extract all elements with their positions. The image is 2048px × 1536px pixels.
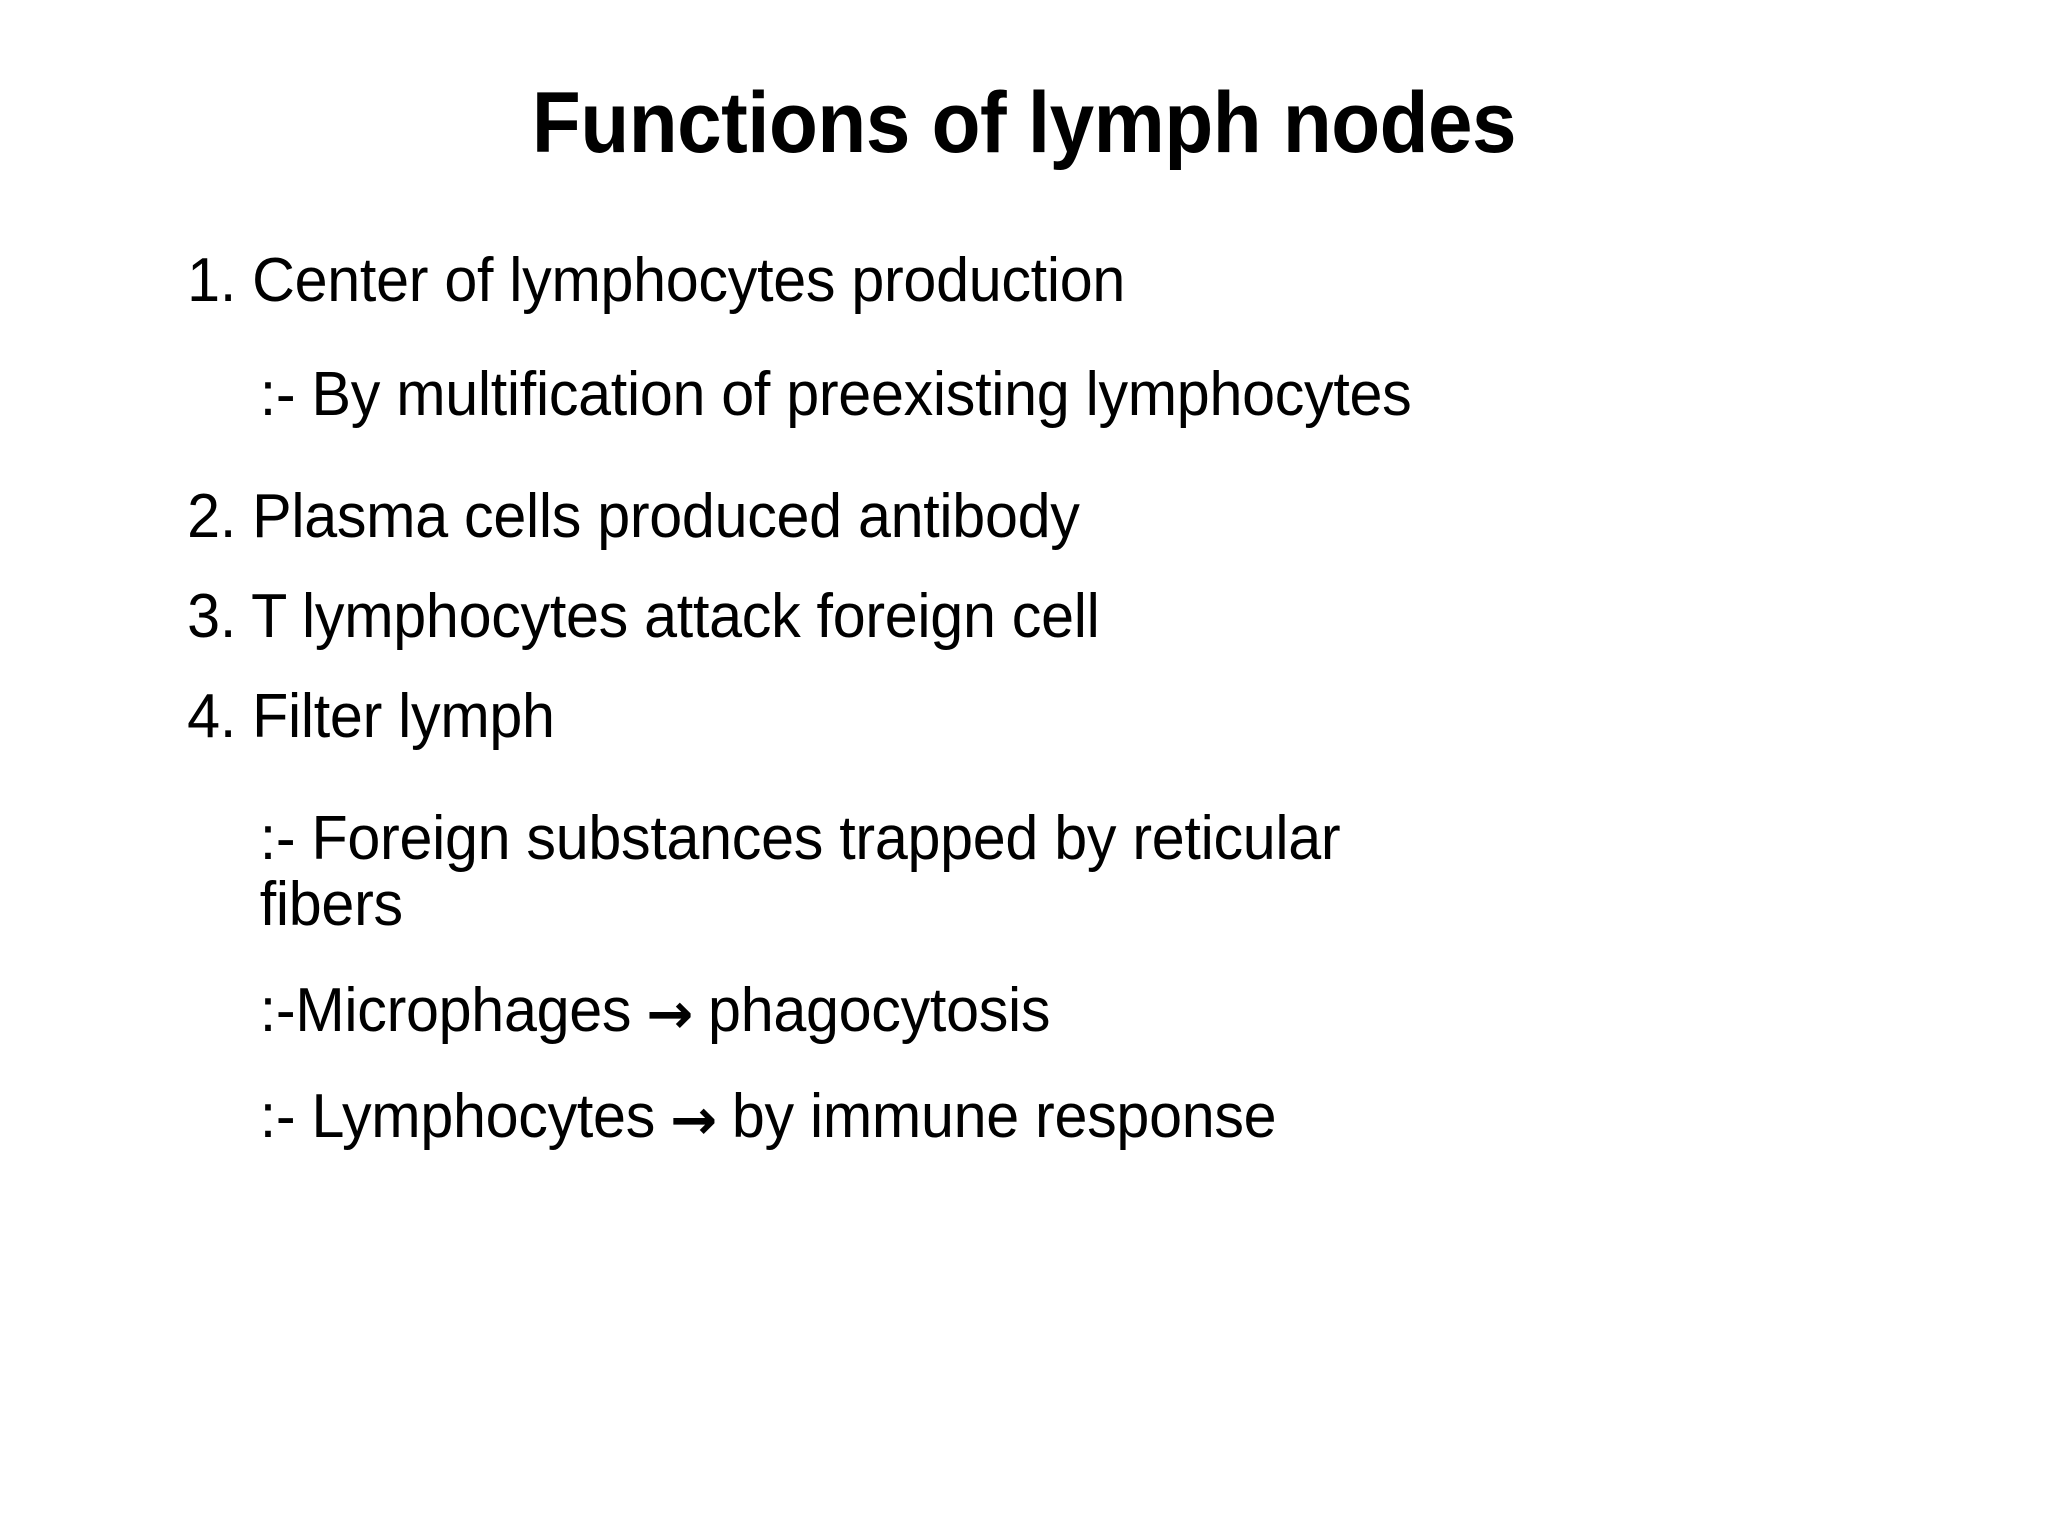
list-item-1: 1. Center of lymphocytes production [187,246,1126,315]
spacer [0,312,2048,364]
right-arrow-icon: → [646,982,693,1047]
slide-body: 1. Center of lymphocytes production :- B… [0,246,2048,1153]
right-arrow-icon: → [670,1088,717,1153]
list-item-2: 2. Plasma cells produced antibody [187,482,1080,551]
list-item-4-sub-2: :-Microphages → phagocytosis [0,980,1956,1047]
list-item-4-sub-1-continuation: fibers [259,870,403,939]
slide-title: Functions of lymph nodes [531,75,1517,171]
list-item-4-sub-2-text-after: phagocytosis [691,976,1051,1045]
list-item-1-sub-1: :- By multification of preexisting lymph… [259,360,1412,429]
spacer [0,548,2048,586]
list-item-3: 3. T lymphocytes attack foreign cell [187,582,1100,651]
list-item-4: 4. Filter lymph [187,682,555,751]
list-item-4-sub-2-text-before: :-Microphages [259,976,648,1045]
spacer [0,1042,2048,1086]
list-item-4-sub-3: :- Lymphocytes → by immune response [0,1086,1956,1153]
list-item-4-sub-3-text-after: by immune response [715,1082,1277,1151]
spacer [0,426,2048,486]
spacer [0,648,2048,686]
list-item-4-sub-1: :- Foreign substances trapped by reticul… [259,804,1341,873]
spacer [0,936,2048,980]
spacer [0,748,2048,808]
list-item-4-sub-3-text-before: :- Lymphocytes [259,1082,672,1151]
